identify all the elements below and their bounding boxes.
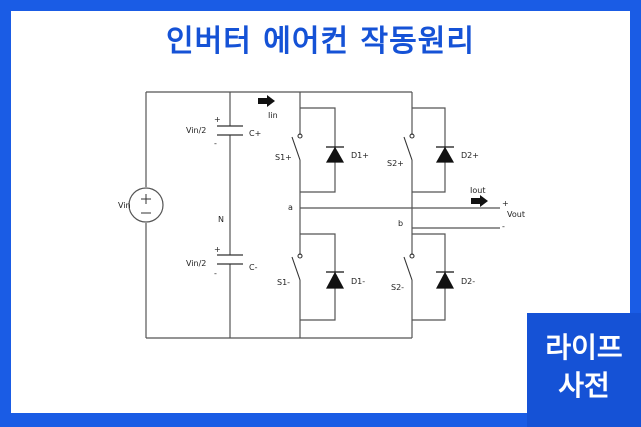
label-node-a: a (288, 203, 293, 212)
circuit-wires (145, 91, 500, 339)
label-iout: Iout (470, 186, 485, 195)
switches (291, 133, 415, 281)
label-d1-minus: D1- (351, 277, 365, 286)
page-title: 인버터 에어컨 작동원리 (166, 24, 475, 59)
label-cap-bottom-plus: + (214, 245, 221, 254)
label-s1-plus: S1+ (275, 153, 292, 162)
diodes (325, 146, 455, 289)
label-vout-plus: + (502, 199, 509, 208)
label-d2-minus: D2- (461, 277, 475, 286)
label-vout-minus: - (502, 222, 505, 231)
capacitors (217, 125, 243, 265)
label-cap-bottom-name: C- (249, 263, 258, 272)
label-cap-top-value: Vin/2 (186, 126, 206, 135)
label-iin: Iin (268, 111, 278, 120)
label-cap-top-plus: + (214, 115, 221, 124)
label-cap-top-minus: - (214, 139, 217, 148)
label-d2-plus: D2+ (461, 151, 479, 160)
current-arrows (258, 95, 488, 207)
badge-line-2: 사전 (558, 369, 610, 402)
voltage-source (128, 187, 164, 223)
label-node-b: b (398, 219, 403, 228)
label-d1-plus: D1+ (351, 151, 369, 160)
label-s2-plus: S2+ (387, 159, 404, 168)
label-cap-bottom-minus: - (214, 269, 217, 278)
label-s1-minus: S1- (277, 278, 290, 287)
label-cap-top-name: C+ (249, 129, 261, 138)
label-s2-minus: S2- (391, 283, 404, 292)
brand-badge: 라이프 사전 (527, 313, 641, 427)
badge-line-1: 라이프 (545, 331, 623, 364)
label-vin: Vin (118, 201, 131, 210)
label-cap-bottom-value: Vin/2 (186, 259, 206, 268)
label-vout: Vout (507, 210, 525, 219)
content-card (11, 11, 630, 413)
label-neutral: N (218, 215, 224, 224)
